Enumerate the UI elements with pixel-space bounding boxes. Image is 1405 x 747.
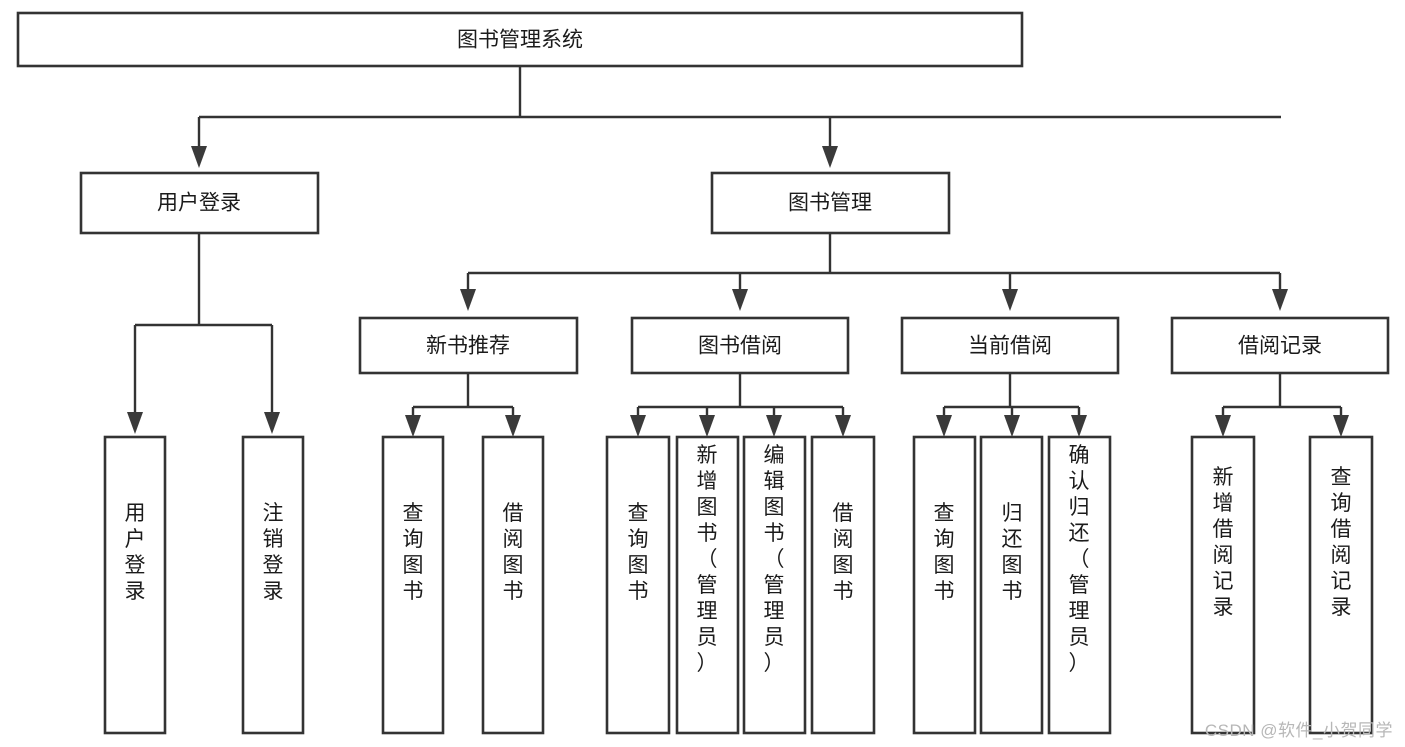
node-leaf-query-book-2-label: 查询图书	[628, 502, 649, 603]
connector-book-manage-to-level2	[466, 233, 1282, 289]
node-leaf-user-login[interactable]: 用户登录	[103, 435, 167, 735]
node-leaf-query-book-1-label: 查询图书	[403, 502, 424, 603]
node-leaf-query-book-2[interactable]: 查询图书	[605, 435, 671, 735]
node-leaf-confirm-return-label: 确认归还（管理员）	[1069, 444, 1090, 675]
node-book-manage-label: 图书管理	[788, 192, 872, 215]
node-book-manage[interactable]: 图书管理	[710, 171, 951, 235]
node-leaf-user-logout[interactable]: 注销登录	[241, 435, 305, 735]
arrow-to-book-manage	[822, 146, 838, 168]
node-leaf-borrow-book-1[interactable]: 借阅图书	[481, 435, 545, 735]
node-leaf-add-book-label: 新增图书（管理员）	[697, 444, 718, 675]
arrow-to-book-borrow	[732, 289, 748, 311]
node-leaf-borrow-book-1-label: 借阅图书	[503, 502, 524, 603]
arrow-to-leaf-add-book	[699, 415, 715, 437]
node-leaf-user-logout-label: 注销登录	[263, 502, 284, 603]
node-leaf-return-book-label: 归还图书	[1002, 502, 1023, 603]
node-leaf-borrow-book-2[interactable]: 借阅图书	[810, 435, 876, 735]
connector-borrow-record-to-leaves	[1221, 373, 1343, 415]
connector-book-borrow-to-leaves	[636, 373, 845, 415]
arrow-to-leaf-user-login	[127, 412, 143, 434]
arrow-to-leaf-query-book-2	[630, 415, 646, 437]
node-root[interactable]: 图书管理系统	[16, 11, 1024, 68]
arrow-to-leaf-confirm-return	[1071, 415, 1087, 437]
connector-new-book-recommend-to-leaves	[411, 373, 515, 415]
arrow-to-leaf-query-book-3	[936, 415, 952, 437]
node-user-login-label: 用户登录	[157, 192, 241, 215]
node-leaf-edit-book[interactable]: 编辑图书（管理员）	[742, 435, 807, 735]
node-leaf-query-book-1[interactable]: 查询图书	[381, 435, 445, 735]
arrow-to-leaf-borrow-book-2	[835, 415, 851, 437]
node-book-borrow-label: 图书借阅	[698, 335, 782, 358]
arrow-to-current-borrow	[1002, 289, 1018, 311]
connector-root-to-level1	[197, 66, 1281, 146]
node-leaf-add-book[interactable]: 新增图书（管理员）	[675, 435, 740, 735]
node-current-borrow[interactable]: 当前借阅	[900, 316, 1120, 375]
connector-user-login-to-leaves	[133, 233, 274, 412]
node-leaf-borrow-book-2-label: 借阅图书	[833, 502, 854, 603]
node-leaf-query-record[interactable]: 查询借阅记录	[1308, 435, 1374, 735]
node-leaf-add-record[interactable]: 新增借阅记录	[1190, 435, 1256, 735]
node-leaf-query-record-label: 查询借阅记录	[1331, 466, 1352, 619]
node-user-login[interactable]: 用户登录	[79, 171, 320, 235]
arrow-to-user-login	[191, 146, 207, 168]
node-leaf-edit-book-label: 编辑图书（管理员）	[764, 444, 785, 675]
node-new-book-recommend[interactable]: 新书推荐	[358, 316, 579, 375]
connector-current-borrow-to-leaves	[942, 373, 1081, 415]
node-borrow-record-label: 借阅记录	[1238, 335, 1322, 358]
arrow-to-new-book-recommend	[460, 289, 476, 311]
arrow-to-leaf-borrow-book-1	[505, 415, 521, 437]
node-current-borrow-label: 当前借阅	[968, 335, 1052, 358]
node-leaf-query-book-3-label: 查询图书	[934, 502, 955, 603]
node-leaf-user-login-label: 用户登录	[125, 502, 146, 603]
arrow-to-leaf-query-record	[1333, 415, 1349, 437]
arrow-to-leaf-add-record	[1215, 415, 1231, 437]
arrow-to-leaf-return-book	[1004, 415, 1020, 437]
node-leaf-confirm-return[interactable]: 确认归还（管理员）	[1047, 435, 1112, 735]
node-new-book-recommend-label: 新书推荐	[426, 335, 510, 358]
arrow-to-leaf-user-logout	[264, 412, 280, 434]
node-leaf-add-record-label: 新增借阅记录	[1213, 466, 1234, 619]
arrow-to-leaf-edit-book	[766, 415, 782, 437]
arrow-to-borrow-record	[1272, 289, 1288, 311]
csdn-watermark: CSDN @软件_小贺同学	[1204, 721, 1393, 740]
node-leaf-query-book-3[interactable]: 查询图书	[912, 435, 977, 735]
node-leaf-return-book[interactable]: 归还图书	[979, 435, 1044, 735]
node-borrow-record[interactable]: 借阅记录	[1170, 316, 1390, 375]
node-book-borrow[interactable]: 图书借阅	[630, 316, 850, 375]
node-root-label: 图书管理系统	[457, 29, 583, 52]
arrow-to-leaf-query-book-1	[405, 415, 421, 437]
